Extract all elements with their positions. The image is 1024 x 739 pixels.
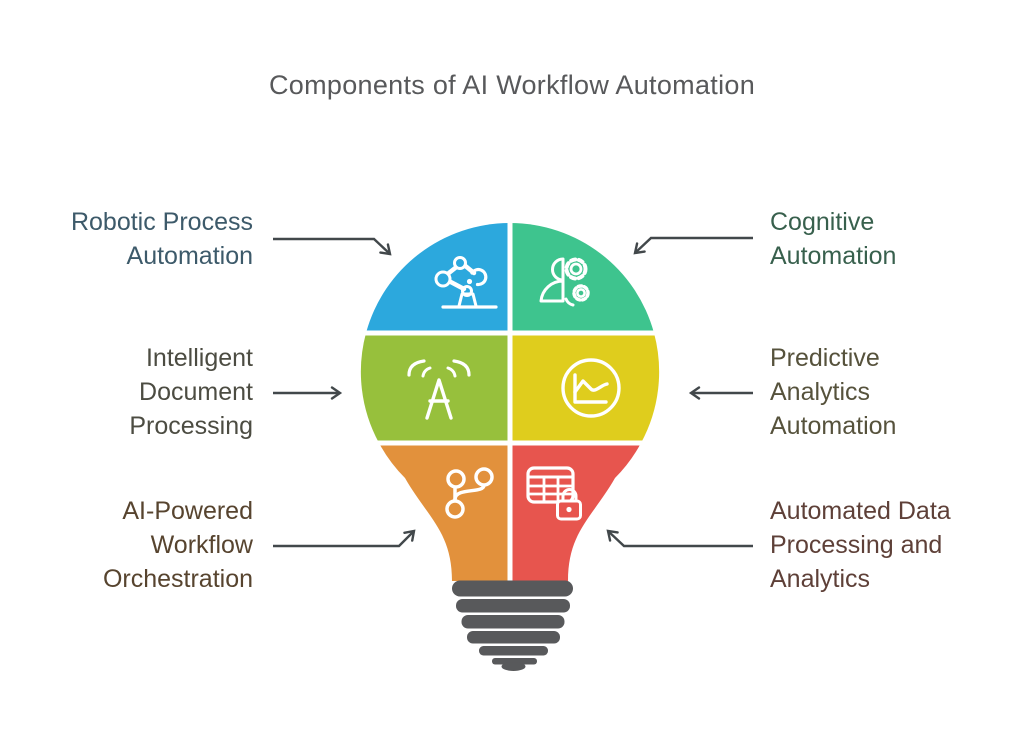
label-intelligent-document-processing: Intelligent Document Processing xyxy=(129,344,253,440)
label-cognitive-automation: Cognitive Automation xyxy=(770,208,897,270)
arrow-cognitive-automation xyxy=(633,236,753,255)
robot-arm-icon xyxy=(434,256,498,309)
label-ai-powered-workflow-orchestration: AI-Powered Workflow Orchestration xyxy=(102,497,253,593)
bulb-base xyxy=(452,580,573,671)
page-title: Components of AI Workflow Automation xyxy=(268,70,756,100)
line-chart-icon xyxy=(561,358,621,418)
arrow-ai-powered-workflow-orchestration xyxy=(273,529,416,548)
label-automated-data-processing-analytics: Automated Data Processing and Analytics xyxy=(770,497,951,593)
segment-dividers xyxy=(352,221,668,583)
arrow-automated-data-processing xyxy=(606,529,753,548)
voice-ai-icon xyxy=(407,359,471,420)
segment-predictive-analytics-automation xyxy=(510,333,660,443)
segment-ai-powered-workflow-orchestration xyxy=(379,443,510,581)
git-branch-icon xyxy=(445,467,494,519)
arrow-robotic-process-automation xyxy=(273,237,392,256)
table-lock-icon xyxy=(526,466,582,521)
label-robotic-process-automation: Robotic Process Automation xyxy=(70,208,253,270)
label-predictive-analytics-automation: Predictive Analytics Automation xyxy=(770,344,897,440)
person-gears-icon xyxy=(539,257,590,307)
